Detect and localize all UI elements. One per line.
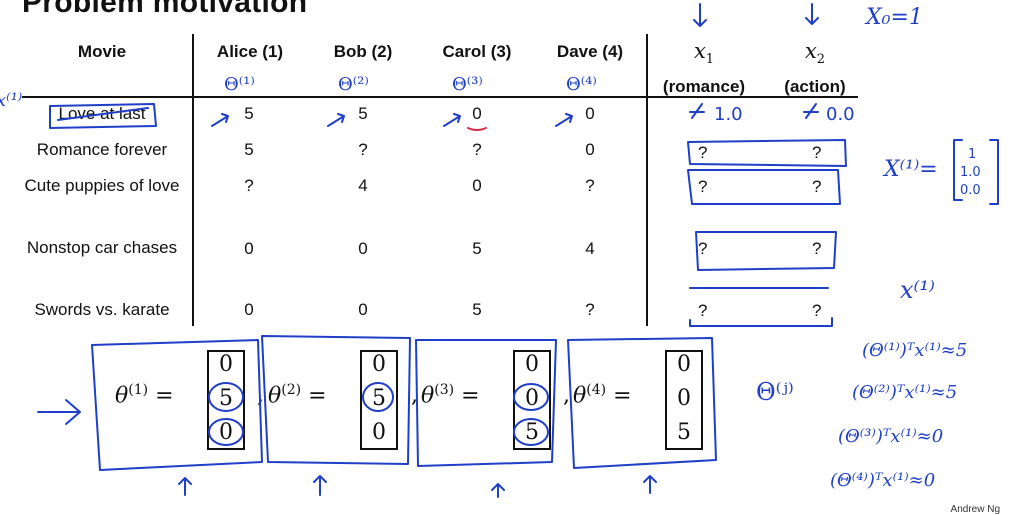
rating-cell: 4 <box>358 176 368 195</box>
vector-entry: 0 <box>525 352 539 377</box>
table-divider-features <box>646 34 648 326</box>
rating-cell: 5 <box>472 300 482 319</box>
vector-entry: 0 <box>219 352 233 377</box>
rating-cell: 5 <box>358 104 368 123</box>
feature-header-x2: x2 (action) <box>770 40 860 97</box>
table-divider-movie <box>192 34 194 326</box>
svg-text:(Θ⁽²⁾)ᵀx⁽¹⁾≈5: (Θ⁽²⁾)ᵀx⁽¹⁾≈5 <box>852 382 957 403</box>
svg-text:x⁽¹⁾: x⁽¹⁾ <box>900 276 935 304</box>
feature-label-romance: (romance) <box>662 77 746 97</box>
rating-cell: 0 <box>244 239 254 258</box>
vector-entry: 5 <box>372 386 386 411</box>
rating-cell: 5 <box>244 104 254 123</box>
rating-cell: 0 <box>358 300 368 319</box>
svg-text:Θ⁽⁴⁾: Θ⁽⁴⁾ <box>566 74 597 95</box>
rating-cell: 0 <box>244 300 254 319</box>
svg-text:1: 1 <box>968 147 976 162</box>
vector-entry: 0 <box>677 386 691 411</box>
svg-text:?: ? <box>812 177 821 196</box>
rating-cell: ? <box>585 176 595 195</box>
movie-column-header: Movie <box>77 42 127 61</box>
rating-cell: 0 <box>585 140 595 159</box>
theta-label-2: θ(2) = <box>268 382 327 409</box>
svg-text:1.0: 1.0 <box>960 165 981 180</box>
svg-text:?: ? <box>698 301 707 320</box>
slide-title: Problem motivation <box>22 0 308 19</box>
movie-name: Swords vs. karate <box>34 300 170 319</box>
svg-text:X⁽¹⁾=: X⁽¹⁾= <box>882 157 938 182</box>
svg-text:0.0: 0.0 <box>960 183 981 198</box>
user-header-bob: Bob (2) <box>333 42 393 61</box>
svg-text:Θ⁽¹⁾: Θ⁽¹⁾ <box>224 74 255 95</box>
svg-text:?: ? <box>812 143 821 162</box>
svg-text:(Θ⁽¹⁾)ᵀx⁽¹⁾≈5: (Θ⁽¹⁾)ᵀx⁽¹⁾≈5 <box>862 340 967 361</box>
svg-text:X₀=1: X₀=1 <box>864 5 923 30</box>
feature-symbol-x2: x2 <box>804 39 826 68</box>
rating-cell: 4 <box>585 239 595 258</box>
vector-entry: 0 <box>219 420 233 445</box>
movie-name: Nonstop car chases <box>26 238 178 257</box>
vector-entry: 0 <box>372 420 386 445</box>
user-header-alice: Alice (1) <box>216 42 284 61</box>
rating-cell: 5 <box>472 239 482 258</box>
vector-entry: 5 <box>525 420 539 445</box>
svg-text:?: ? <box>812 301 821 320</box>
svg-text:Θ⁽ʲ⁾: Θ⁽ʲ⁾ <box>756 378 794 406</box>
user-header-dave: Dave (4) <box>556 42 624 61</box>
feature-label-action: (action) <box>784 77 846 97</box>
feature-header-x1: x1 (romance) <box>652 40 756 97</box>
rating-cell: ? <box>585 300 595 319</box>
svg-text:?: ? <box>812 239 821 258</box>
vector-entry: 0 <box>525 386 539 411</box>
rating-cell: 0 <box>585 104 595 123</box>
theta-label-3: θ(3) = <box>421 382 480 409</box>
rating-cell: 0 <box>358 239 368 258</box>
table-header-rule <box>22 96 858 98</box>
theta-label-1: θ(1) = <box>115 382 174 409</box>
user-header-carol: Carol (3) <box>442 42 512 61</box>
svg-text:1.0: 1.0 <box>714 104 743 125</box>
vector-entry: 5 <box>677 420 691 445</box>
svg-text:Θ⁽²⁾: Θ⁽²⁾ <box>338 74 369 95</box>
author-credit: Andrew Ng <box>950 504 1000 515</box>
rating-cell: 0 <box>472 104 482 123</box>
vector-entry: 0 <box>372 352 386 377</box>
movie-name: Romance forever <box>36 140 168 159</box>
vector-entry: 5 <box>219 386 233 411</box>
svg-text:?: ? <box>698 143 707 162</box>
vector-entry: 0 <box>677 352 691 377</box>
svg-text:?: ? <box>698 177 707 196</box>
svg-text:(Θ⁽⁴⁾)ᵀx⁽¹⁾≈0: (Θ⁽⁴⁾)ᵀx⁽¹⁾≈0 <box>830 470 935 491</box>
rating-cell: 0 <box>472 176 482 195</box>
theta-label-4: θ(4) = <box>573 382 632 409</box>
rating-cell: 5 <box>244 140 254 159</box>
feature-symbol-x1: x1 <box>693 39 715 68</box>
movie-name: Cute puppies of love <box>24 176 180 195</box>
rating-cell: ? <box>358 140 368 159</box>
svg-text:Θ⁽³⁾: Θ⁽³⁾ <box>452 74 483 95</box>
rating-cell: ? <box>244 176 254 195</box>
rating-cell: ? <box>472 140 482 159</box>
svg-text:0.0: 0.0 <box>826 104 855 125</box>
svg-text:x⁽¹⁾: x⁽¹⁾ <box>0 90 22 111</box>
svg-text:?: ? <box>698 239 707 258</box>
svg-text:(Θ⁽³⁾)ᵀx⁽¹⁾≈0: (Θ⁽³⁾)ᵀx⁽¹⁾≈0 <box>838 426 943 447</box>
